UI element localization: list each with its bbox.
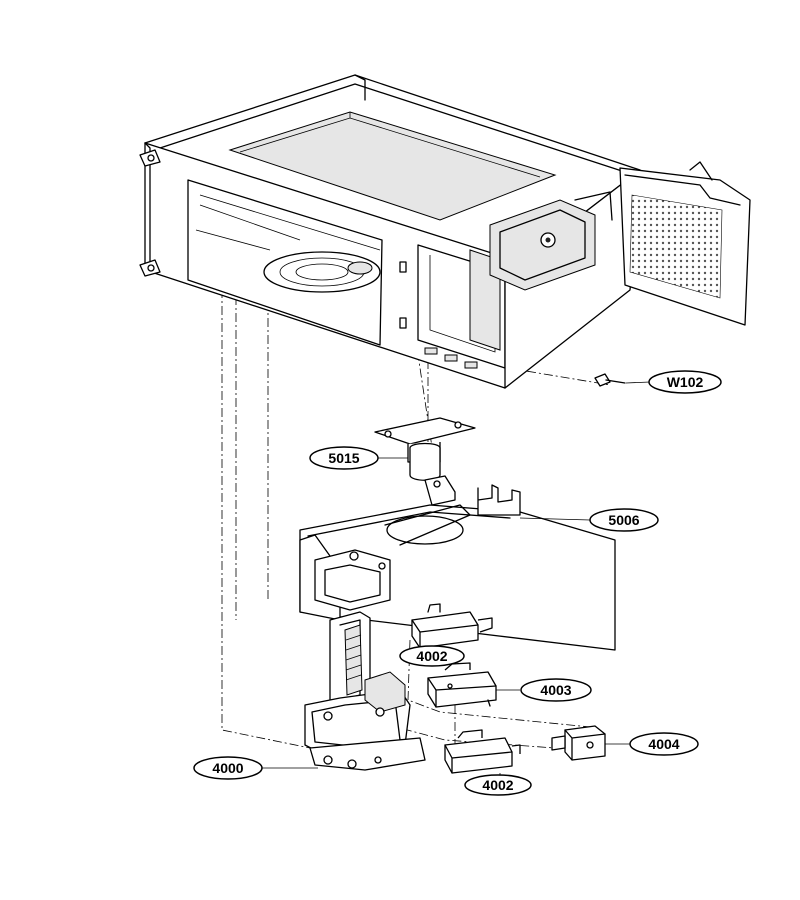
callout-5006-label: 5006 (608, 512, 639, 528)
callout-4003-label: 4003 (540, 682, 571, 698)
cavity-assembly (139, 74, 751, 389)
part-4004 (551, 725, 630, 761)
latch-rack (344, 624, 363, 696)
callout-4004-label: 4004 (648, 736, 679, 752)
callout-4000: 4000 (193, 756, 318, 780)
part-5006 (299, 475, 616, 771)
part-5015 (374, 417, 476, 481)
callout-w102: W102 (648, 370, 722, 394)
switch-4002-top (411, 603, 493, 651)
callout-5006: 5006 (589, 508, 659, 532)
vent-grid (629, 194, 723, 299)
switch-4003 (427, 662, 520, 708)
callout-4003: 4003 (520, 678, 592, 702)
callout-w102-label: W102 (667, 374, 704, 390)
switch-4002-bottom (444, 729, 521, 778)
callout-4002-top: 4002 (399, 645, 465, 667)
callout-4002-bottom-label: 4002 (482, 777, 513, 793)
callout-4000-label: 4000 (212, 760, 243, 776)
screw-w102 (594, 373, 651, 387)
callout-5015: 5015 (309, 446, 379, 470)
callout-4002-top-label: 4002 (416, 648, 447, 664)
callout-4004: 4004 (629, 732, 699, 756)
callout-5015-label: 5015 (328, 450, 359, 466)
callout-4002-bottom: 4002 (464, 774, 532, 796)
